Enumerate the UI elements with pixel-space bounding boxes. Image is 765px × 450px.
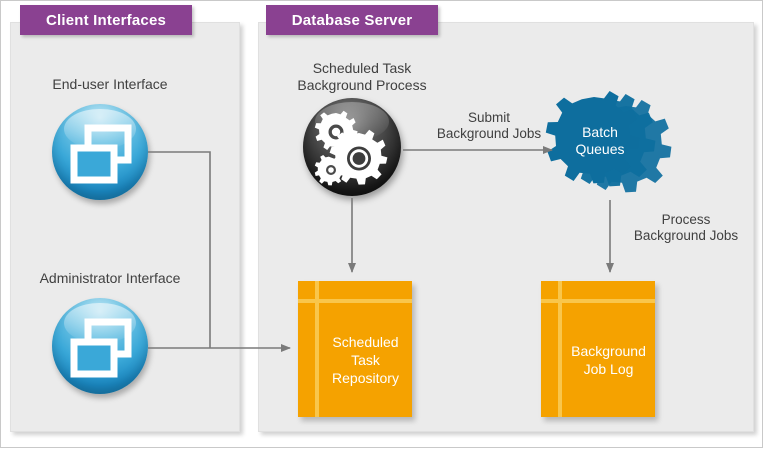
windows-icon: [70, 318, 132, 378]
administrator-interface-caption: Administrator Interface: [39, 270, 181, 286]
scheduled-task-repository-node[interactable]: Scheduled Task Repository: [298, 281, 412, 417]
end-user-interface-node[interactable]: [52, 104, 148, 200]
store-column-divider: [558, 281, 562, 417]
gears-icon: [314, 110, 388, 186]
end-user-interface-caption: End-user Interface: [52, 76, 168, 92]
submit-background-jobs-label: Submit Background Jobs: [436, 110, 542, 141]
scheduled-task-background-process-node[interactable]: [303, 98, 401, 196]
store-column-divider: [315, 281, 319, 417]
background-job-log-node[interactable]: Background Job Log: [541, 281, 655, 417]
administrator-interface-node[interactable]: [52, 298, 148, 394]
background-job-log-label: Background Job Log: [571, 343, 646, 377]
batch-queues-label: Batch Queues: [575, 124, 625, 157]
scheduled-task-process-caption: Scheduled Task Background Process: [297, 60, 427, 93]
process-background-jobs-label: Process Background Jobs: [633, 212, 739, 243]
windows-icon: [70, 124, 132, 184]
batch-queues-node[interactable]: Batch Queues: [538, 88, 674, 210]
store-row-divider: [298, 299, 412, 303]
database-server-header: Database Server: [266, 5, 438, 35]
scheduled-task-repository-label: Scheduled Task Repository: [332, 334, 399, 386]
store-row-divider: [541, 299, 655, 303]
gear-cluster-icon: [545, 91, 672, 193]
client-interfaces-header: Client Interfaces: [20, 5, 192, 35]
